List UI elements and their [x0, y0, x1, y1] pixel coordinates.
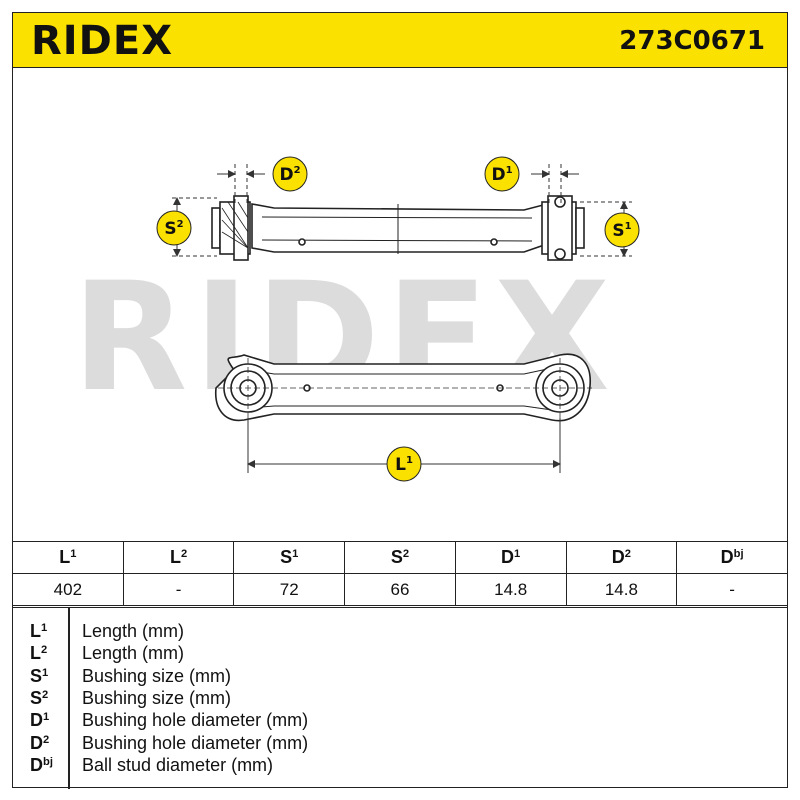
legend-symbol: L1 [30, 621, 48, 641]
spec-value: 14.8 [565, 573, 678, 606]
spec-header: L2 [122, 541, 235, 574]
legend-symbol: Dbj [30, 755, 53, 775]
svg-text:L1: L1 [395, 455, 413, 475]
legend-description: Bushing hole diameter (mm) [82, 710, 309, 730]
svg-text:D1: D1 [491, 165, 512, 185]
legend-description: Bushing size (mm) [82, 688, 232, 708]
spec-value-row: 402 - 72 66 14.8 14.8 - [12, 573, 788, 606]
legend-item: L1 Length (mm) [12, 620, 788, 642]
control-arm-drawing: D2 D1 S2 S1 L1 [156, 156, 640, 482]
spec-value: - [676, 573, 788, 606]
legend-item: S1 Bushing size (mm) [12, 665, 788, 687]
spec-header: S1 [233, 541, 346, 574]
badge-s2: S2 [156, 210, 192, 246]
spec-header: S2 [344, 541, 456, 574]
spec-table: L1 L2 S1 S2 D1 D2 Dbj 402 - 72 66 14.8 1… [12, 541, 788, 606]
legend-item: Dbj Ball stud diameter (mm) [12, 754, 788, 776]
legend-divider [68, 608, 70, 789]
spec-value: 66 [344, 573, 456, 606]
top-view [215, 353, 591, 422]
badge-d2: D2 [272, 156, 308, 192]
legend: L1 Length (mm) L2 Length (mm) S1 Bushing… [12, 607, 788, 789]
badge-d1: D1 [484, 156, 520, 192]
spec-header: Dbj [676, 541, 788, 574]
legend-item: D2 Bushing hole diameter (mm) [12, 732, 788, 754]
spec-header: D1 [454, 541, 567, 574]
part-number: 273C0671 [619, 26, 765, 56]
svg-text:S1: S1 [612, 221, 631, 241]
svg-text:D2: D2 [279, 165, 300, 185]
legend-description: Length (mm) [82, 643, 185, 663]
brand-logo: RIDEX [31, 18, 174, 64]
spec-value: 14.8 [454, 573, 567, 606]
spec-header: L1 [12, 541, 124, 574]
legend-symbol: L2 [30, 643, 48, 663]
legend-item: S2 Bushing size (mm) [12, 687, 788, 709]
legend-symbol: S1 [30, 666, 49, 686]
legend-description: Bushing size (mm) [82, 666, 232, 686]
technical-drawing: RIDEX [12, 68, 788, 540]
spec-header: D2 [565, 541, 678, 574]
legend-symbol: D1 [30, 710, 50, 730]
spec-value: 72 [233, 573, 346, 606]
spec-value: - [122, 573, 235, 606]
legend-symbol: D2 [30, 733, 50, 753]
badge-s1: S1 [604, 212, 640, 248]
header-bar: RIDEX 273C0671 [12, 12, 788, 68]
legend-description: Length (mm) [82, 621, 185, 641]
spec-value: 402 [12, 573, 124, 606]
legend-description: Ball stud diameter (mm) [82, 755, 274, 775]
badge-l1: L1 [386, 446, 422, 482]
legend-item: L2 Length (mm) [12, 642, 788, 664]
legend-description: Bushing hole diameter (mm) [82, 733, 309, 753]
spec-header-row: L1 L2 S1 S2 D1 D2 Dbj [12, 541, 788, 574]
svg-text:S2: S2 [164, 219, 183, 239]
side-view [211, 195, 585, 261]
legend-item: D1 Bushing hole diameter (mm) [12, 709, 788, 731]
legend-symbol: S2 [30, 688, 49, 708]
